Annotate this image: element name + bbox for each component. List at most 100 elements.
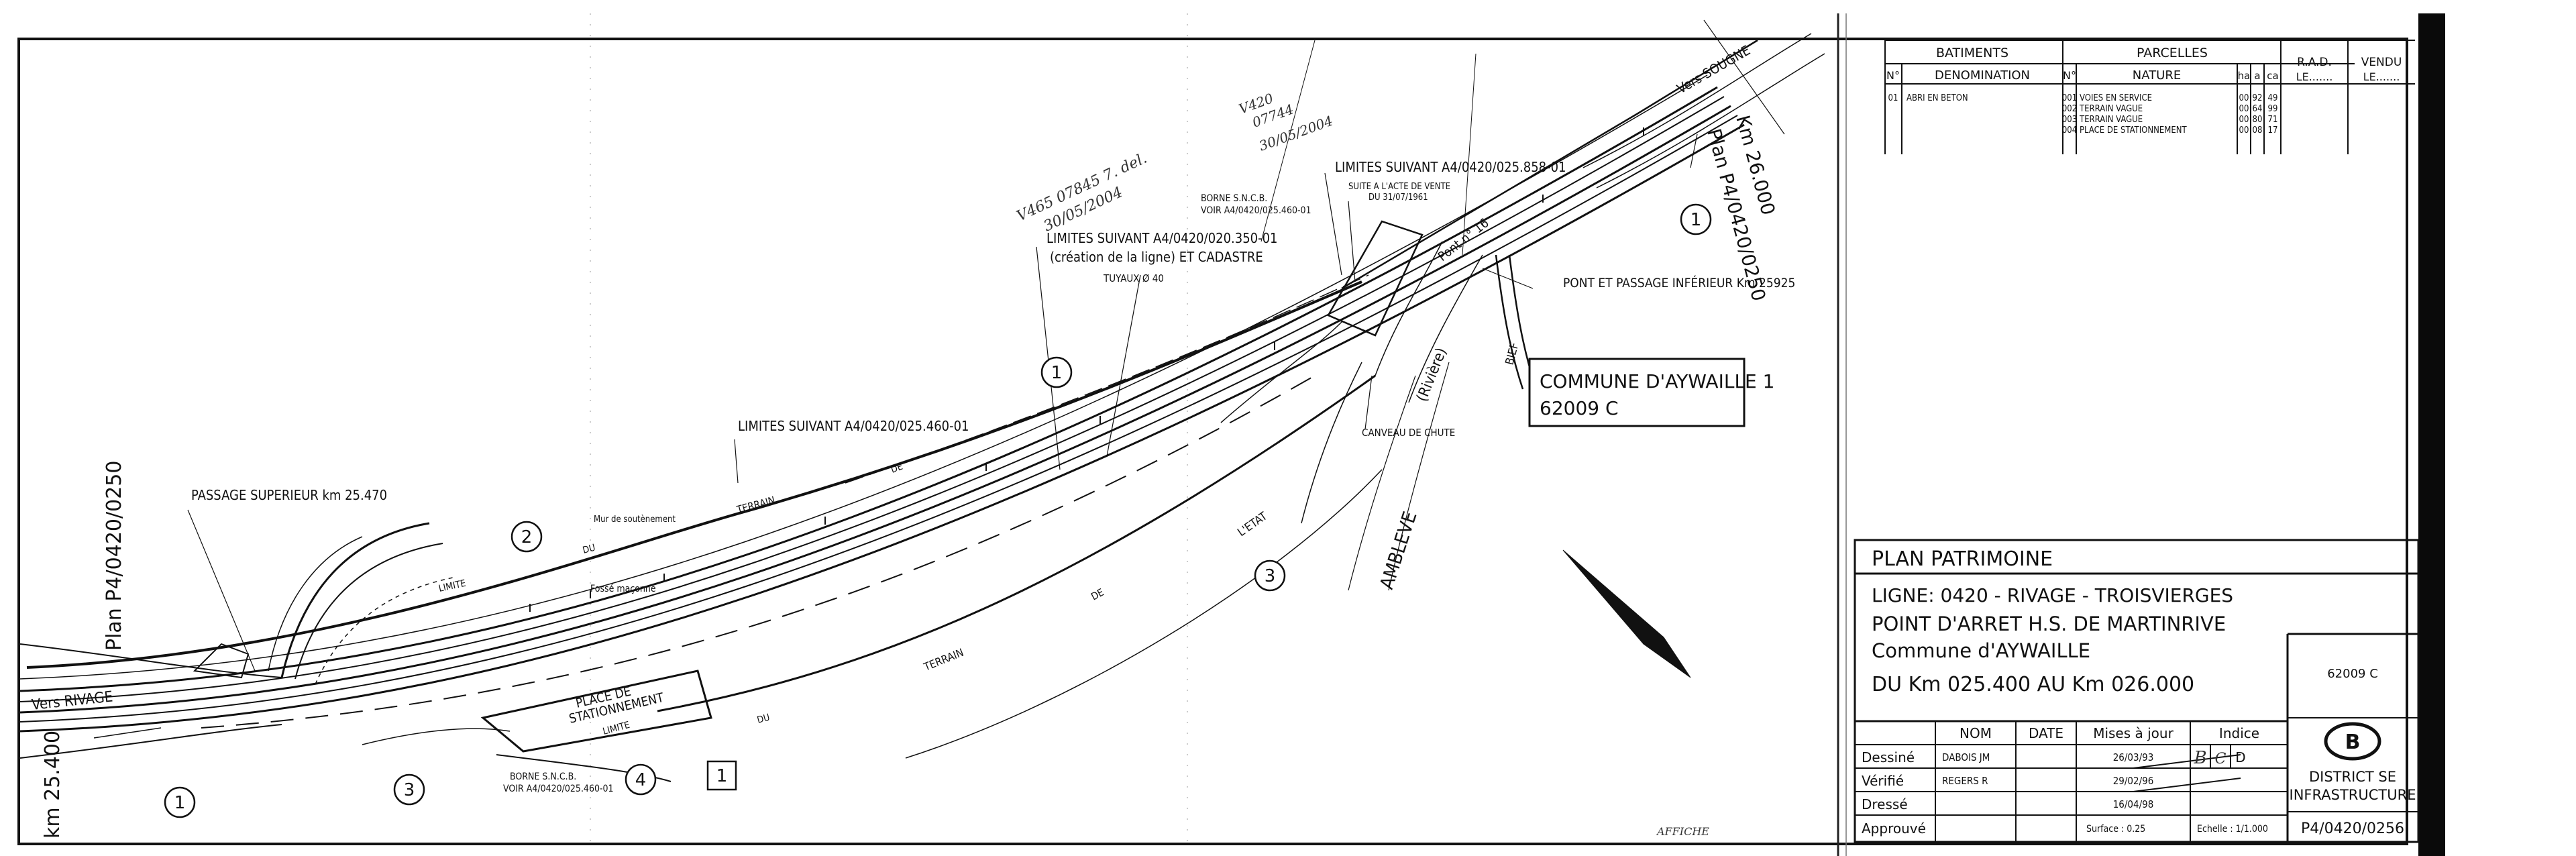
title-km-range: DU Km 025.400 AU Km 026.000: [1872, 673, 2194, 696]
parcelle-row-n: 002: [2062, 104, 2077, 114]
callout-2: 2: [521, 527, 533, 547]
label-stamp: AFFICHE: [1656, 825, 1709, 838]
parcelle-row-ca: 71: [2268, 115, 2278, 125]
sheet-border: [17, 38, 2408, 845]
parcelle-row-nature: TERRAIN VAGUE: [2079, 115, 2143, 125]
callout-4: 4: [635, 770, 647, 790]
row-mise-dresse: 16/04/98: [2113, 798, 2154, 810]
callout-3-right: 3: [1265, 566, 1276, 586]
row-nom-verifie: REGERS R: [1942, 775, 1988, 787]
row-label-verifie: Vérifié: [1862, 773, 1904, 789]
callout-1-mid: 1: [1051, 363, 1063, 383]
label-tuyaux: TUYAUX Ø 40: [1103, 272, 1164, 284]
parcelle-row-a: 08: [2253, 125, 2263, 136]
label-borne-bot-1: BORNE S.N.C.B.: [510, 771, 576, 782]
parcelle-row-a: 80: [2253, 115, 2263, 125]
surface-value: Surface : 0.25: [2086, 824, 2145, 835]
label-borne-top-2: VOIR A4/0420/025.460-01: [1201, 205, 1311, 216]
label-creation-ligne: (création de la ligne) ET CADASTRE: [1050, 249, 1263, 265]
parcelle-row-ha: 00: [2239, 115, 2249, 125]
label-passage-superieur: PASSAGE SUPERIEUR km 25.470: [191, 487, 387, 503]
commune-name: COMMUNE D'AYWAILLE 1: [1540, 370, 1774, 392]
label-du-bottom: DU: [756, 712, 771, 726]
label-limites-858: LIMITES SUIVANT A4/0420/025.858-01: [1335, 159, 1566, 175]
row-mise-verifie: 29/02/96: [2113, 775, 2154, 787]
label-mur: Mur de soutènement: [594, 515, 676, 525]
callout-3-left: 3: [404, 780, 415, 800]
parcelle-row-ca: 49: [2268, 93, 2278, 103]
col-indice: Indice: [2219, 725, 2259, 741]
batiments-header: BATIMENTS: [1936, 46, 2008, 60]
col-ha: ha: [2238, 70, 2251, 82]
parcelle-row-ha: 00: [2239, 104, 2249, 114]
parcelle-row-n: 004: [2062, 125, 2077, 136]
title-block: PLAN PATRIMOINE LIGNE: 0420 - RIVAGE - T…: [1854, 539, 2420, 843]
col-a: a: [2254, 70, 2260, 82]
row-mise-dessine: 26/03/93: [2113, 751, 2154, 763]
col-n-parc: N°: [2063, 69, 2076, 82]
title-ligne: LIGNE: 0420 - RIVAGE - TROISVIERGES: [1872, 584, 2233, 606]
col-nom: NOM: [1960, 725, 1992, 741]
col-ca: ca: [2267, 70, 2278, 82]
batiment-row-denomination: ABRI EN BETON: [1907, 93, 1968, 103]
row-label-dessine: Dessiné: [1862, 749, 1915, 765]
vendu-sub: LE.......: [2363, 70, 2400, 83]
parcelle-row-ha: 00: [2239, 93, 2249, 103]
parcelle-row-n: 003: [2062, 115, 2077, 125]
label-canveau: CANVEAU DE CHUTE: [1362, 427, 1455, 439]
col-nature: NATURE: [2133, 68, 2181, 83]
title-code: 62009 C: [2327, 667, 2378, 681]
row-label-dresse: Dressé: [1862, 796, 1908, 812]
parcelle-row-nature: VOIES EN SERVICE: [2080, 93, 2152, 103]
parcelle-row-a: 64: [2253, 104, 2263, 114]
label-du-top: DU: [582, 543, 596, 556]
callouts: [164, 203, 1712, 818]
col-date: DATE: [2029, 725, 2063, 741]
snc-logo: [2324, 722, 2381, 761]
title-commune: Commune d'AYWAILLE: [1872, 639, 2090, 662]
vendu-header: VENDU: [2361, 56, 2402, 69]
district-line-2: INFRASTRUCTURE: [2290, 787, 2416, 803]
parcelle-row-nature: PLACE DE STATIONNEMENT: [2080, 125, 2187, 136]
indice-d: D: [2235, 749, 2245, 765]
callout-1-right: 1: [1690, 210, 1702, 230]
parcelle-row-ca: 17: [2268, 125, 2278, 136]
parcelle-row-a: 92: [2253, 93, 2263, 103]
plan-drawing: [19, 19, 1825, 782]
parcelles-header: PARCELLES: [2137, 46, 2208, 60]
col-mises: Mises à jour: [2093, 725, 2174, 741]
batiment-row-n: 01: [1888, 93, 1898, 103]
commune-code: 62009 C: [1540, 397, 1619, 419]
scan-edge-strip: [2418, 13, 2445, 856]
parcel-tables: BATIMENTS PARCELLES R.A.D. LE....... VEN…: [1884, 40, 2415, 154]
label-borne-top-1: BORNE S.N.C.B.: [1201, 193, 1267, 204]
callout-box-1: 1: [716, 766, 728, 786]
label-limites-350: LIMITES SUIVANT A4/0420/020.350-01: [1046, 230, 1277, 246]
label-km-start: km 25.400: [41, 731, 64, 839]
indice-c: C: [2215, 751, 2226, 767]
col-denomination: DENOMINATION: [1935, 68, 2030, 83]
rad-sub: LE.......: [2296, 70, 2333, 83]
row-nom-dessine: DABOIS JM: [1942, 751, 1990, 763]
rad-header: R.A.D.: [2297, 56, 2332, 69]
plan-number: P4/0420/0256: [2301, 820, 2404, 837]
echelle-value: Echelle : 1/1.000: [2197, 824, 2268, 835]
label-fosse: Fossé maçonné: [590, 584, 656, 594]
label-suite-acte-2: DU 31/07/1961: [1368, 193, 1428, 203]
row-label-approuve: Approuvé: [1862, 820, 1926, 837]
label-pont-passage: PONT ET PASSAGE INFÉRIEUR Km 25925: [1563, 275, 1795, 290]
label-limites-460: LIMITES SUIVANT A4/0420/025.460-01: [738, 418, 969, 434]
parcelle-row-ha: 00: [2239, 125, 2249, 136]
parcelle-row-ca: 99: [2268, 104, 2278, 114]
parcelle-row-n: 001: [2062, 93, 2077, 103]
parcelle-row-nature: TERRAIN VAGUE: [2079, 104, 2143, 114]
label-suite-acte-1: SUITE A L'ACTE DE VENTE: [1348, 182, 1450, 192]
callout-1-left: 1: [174, 793, 186, 813]
label-plan-left: Plan P4/0420/0250: [103, 461, 126, 651]
col-n-bat: N°: [1886, 69, 1900, 82]
district-line-1: DISTRICT SE: [2309, 769, 2396, 785]
indice-b: B: [2193, 748, 2206, 768]
label-borne-bot-2: VOIR A4/0420/025.460-01: [503, 784, 614, 794]
commune-box: COMMUNE D'AYWAILLE 1 62009 C: [1528, 358, 1774, 427]
